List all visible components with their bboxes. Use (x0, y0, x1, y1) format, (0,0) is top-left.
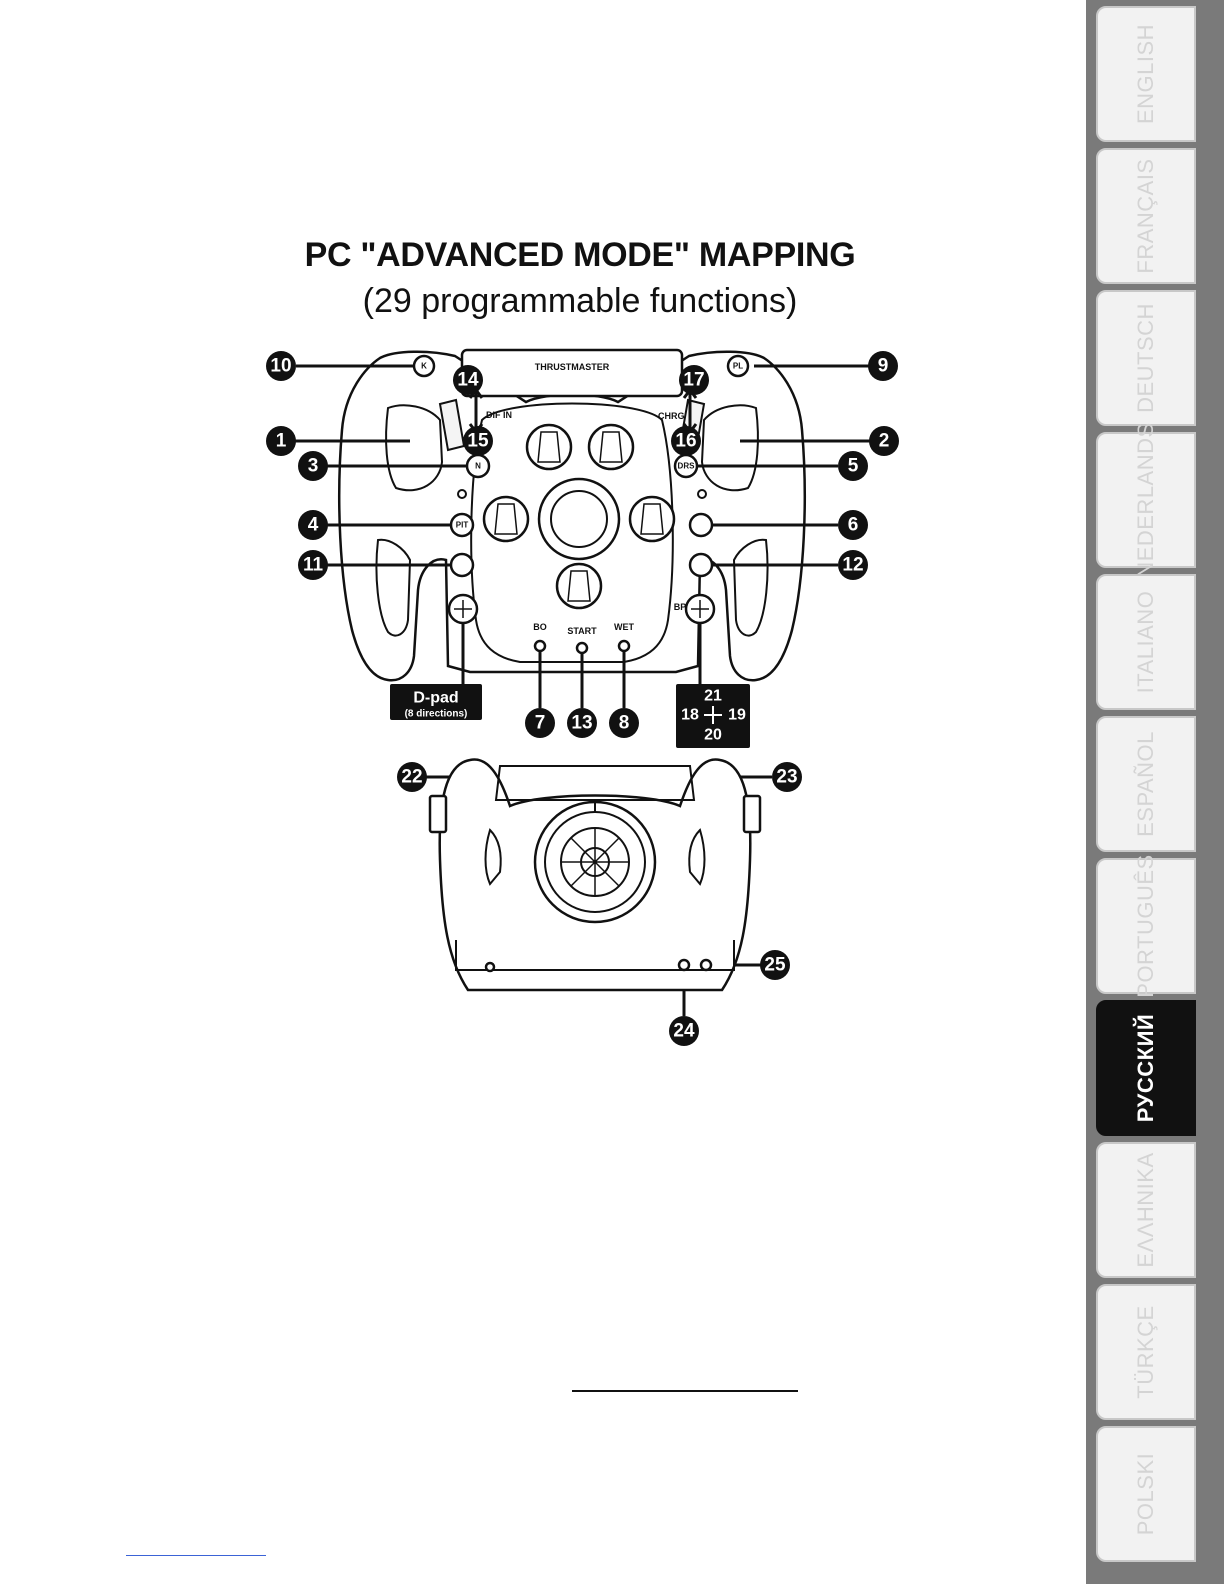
svg-text:D-pad: D-pad (413, 690, 458, 707)
callout-2: 2 (869, 426, 899, 456)
callout-1: 1 (266, 426, 296, 456)
svg-text:1: 1 (276, 431, 287, 452)
callout-17: 17 (679, 365, 709, 395)
callout-10: 10 (266, 351, 296, 381)
svg-text:12: 12 (842, 555, 863, 576)
svg-text:11: 11 (303, 555, 324, 576)
tab-deutsch[interactable]: DEUTSCH (1096, 290, 1196, 426)
pov-label-box: 21 18 19 20 (676, 684, 750, 748)
callout-11: 11 (298, 550, 328, 580)
svg-text:20: 20 (704, 727, 722, 744)
svg-text:6: 6 (848, 515, 859, 536)
svg-text:13: 13 (571, 713, 592, 734)
callout-9: 9 (868, 351, 898, 381)
svg-text:PIT: PIT (456, 521, 469, 530)
svg-text:10: 10 (270, 356, 291, 377)
callout-6: 6 (838, 510, 868, 540)
callout-23: 23 (772, 762, 802, 792)
tab-espanol[interactable]: ESPAÑOL (1096, 716, 1196, 852)
tab-greek[interactable]: ΕΛΛΗΝΙΚΑ (1096, 1142, 1196, 1278)
callout-14: 14 (453, 365, 483, 395)
tab-polski[interactable]: POLSKI (1096, 1426, 1196, 1562)
bp-label: BP (674, 602, 687, 612)
callout-24: 24 (669, 1016, 699, 1046)
svg-text:3: 3 (308, 456, 319, 477)
svg-text:9: 9 (878, 356, 889, 377)
svg-text:18: 18 (681, 707, 699, 724)
svg-text:4: 4 (308, 515, 319, 536)
svg-text:N: N (475, 462, 481, 471)
callout-5: 5 (838, 451, 868, 481)
callout-8: 8 (609, 708, 639, 738)
signature-line (572, 1390, 798, 1392)
chrg-label: CHRG (658, 411, 685, 421)
svg-text:14: 14 (457, 370, 479, 391)
svg-text:21: 21 (704, 688, 722, 705)
svg-text:DRS: DRS (678, 462, 696, 471)
tab-nederlands[interactable]: NEDERLANDS (1096, 432, 1196, 568)
callout-7: 7 (525, 708, 555, 738)
svg-text:25: 25 (764, 955, 786, 976)
tab-english[interactable]: ENGLISH (1096, 6, 1196, 142)
dif-in-label: DIF IN (486, 410, 512, 420)
svg-text:24: 24 (673, 1021, 695, 1042)
tab-italiano[interactable]: ITALIANO (1096, 574, 1196, 710)
svg-text:23: 23 (776, 767, 797, 788)
callout-13: 13 (567, 708, 597, 738)
svg-text:5: 5 (848, 456, 859, 477)
tab-turkce[interactable]: TÜRKÇE (1096, 1284, 1196, 1420)
callout-22: 22 (397, 762, 427, 792)
callout-25: 25 (760, 950, 790, 980)
svg-text:22: 22 (401, 767, 422, 788)
wheel-rear (430, 759, 760, 990)
svg-text:19: 19 (728, 707, 746, 724)
svg-text:2: 2 (879, 431, 890, 452)
svg-text:K: K (421, 362, 427, 371)
svg-text:(8 directions): (8 directions) (405, 709, 468, 720)
callout-15: 15 (463, 426, 493, 456)
wheel-front: THRUSTMASTER K PL N DRS PIT (339, 350, 805, 680)
svg-text:17: 17 (683, 370, 704, 391)
brand-logo: THRUSTMASTER (535, 362, 610, 372)
dpad-label-box: D-pad (8 directions) (390, 684, 482, 720)
svg-text:8: 8 (619, 713, 630, 734)
callout-3: 3 (298, 451, 328, 481)
wet-label: WET (614, 622, 634, 632)
tab-russian[interactable]: РУССКИЙ (1096, 1000, 1196, 1136)
start-label: START (567, 626, 597, 636)
tab-francais[interactable]: FRANÇAIS (1096, 148, 1196, 284)
svg-text:15: 15 (467, 431, 489, 452)
svg-text:PL: PL (733, 362, 743, 371)
svg-text:7: 7 (535, 713, 546, 734)
svg-text:16: 16 (675, 431, 696, 452)
callout-12: 12 (838, 550, 868, 580)
tab-portugues[interactable]: PORTUGUÊS (1096, 858, 1196, 994)
bo-label: BO (533, 622, 547, 632)
footer-link-underline[interactable] (126, 1555, 266, 1556)
callout-16: 16 (671, 426, 701, 456)
callout-4: 4 (298, 510, 328, 540)
